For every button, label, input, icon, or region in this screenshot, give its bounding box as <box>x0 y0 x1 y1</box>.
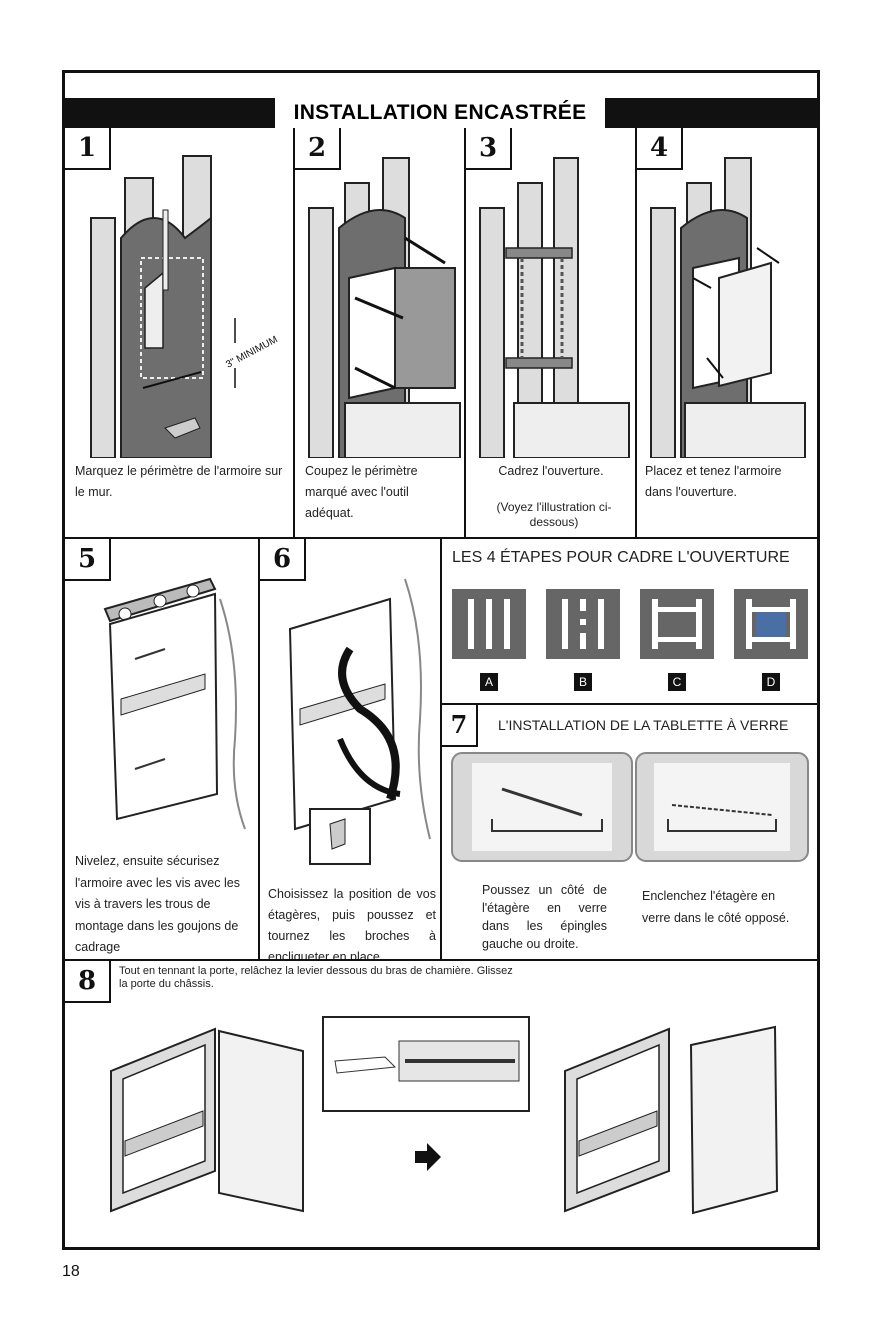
step-3-caption: Cadrez l'ouverture. <box>498 464 604 478</box>
step-1-panel: 1 3" MINIMUM Marquez le périmètre de l'a… <box>65 128 295 539</box>
step-number: 2 <box>295 128 341 170</box>
step-8-panel: 8 Tout en tennant la porte, relâchez la … <box>65 961 817 1247</box>
step-4-illustration <box>650 157 806 458</box>
step-3-panel: 3 Cadrez l'ouverture. (Voyez l'illustrat… <box>466 128 637 539</box>
dimension-label: 3" MINIMUM <box>224 334 279 370</box>
step-8-caption: Tout en tennant la porte, relâchez la le… <box>119 965 513 990</box>
framing-steps-illustration <box>452 589 808 659</box>
step-6-caption: Choisissez la position de vos étagères, … <box>268 887 436 961</box>
shelf-heading: L'INSTALLATION DE LA TABLETTE À VERRE <box>498 717 789 733</box>
page-number: 18 <box>62 1263 80 1280</box>
step-number: 1 <box>65 128 111 170</box>
framing-heading: LES 4 ÉTAPES POUR CADRE L'OUVERTURE <box>452 549 790 566</box>
step-number: 3 <box>466 128 512 170</box>
framing-panel: LES 4 ÉTAPES POUR CADRE L'OUVERTURE A <box>442 539 817 705</box>
framing-label-a: A <box>480 673 498 691</box>
step-6-illustration <box>288 578 431 865</box>
shelf-illustration <box>451 752 809 862</box>
step-7-panel: 7 L'INSTALLATION DE LA TABLETTE À VERRE … <box>442 705 817 961</box>
step-4-caption: Placez et tenez l'armoire dans l'ouvertu… <box>645 464 782 499</box>
step-5-illustration <box>103 577 246 830</box>
step-number: 7 <box>442 705 478 747</box>
step-1-caption: Marquez le périmètre de l'armoire sur le… <box>75 464 283 499</box>
title-bar: INSTALLATION ENCASTRÉE <box>65 98 817 128</box>
step-4-panel: 4 Placez et tenez l'armoire dans l'ouver… <box>637 128 817 539</box>
step-2-illustration <box>308 157 461 458</box>
step-6-panel: 6 Choisissez la position de vos étagères… <box>260 539 442 961</box>
framing-label-b: B <box>574 673 592 691</box>
step-3-note: (Voyez l'illustration ci-dessous) <box>496 500 612 529</box>
framing-label-d: D <box>762 673 780 691</box>
page-title: INSTALLATION ENCASTRÉE <box>275 98 605 128</box>
step-8-illustration <box>110 1016 779 1215</box>
step-5-caption: Nivelez, ensuite sécurisez l'armoire ave… <box>75 854 240 954</box>
framing-label-c: C <box>668 673 686 691</box>
step-1-illustration: 3" MINIMUM <box>90 155 280 458</box>
step-3-illustration <box>479 157 630 458</box>
instruction-frame: INSTALLATION ENCASTRÉE 1 3" MINIMUM Marq… <box>62 70 820 1250</box>
step-number: 6 <box>260 539 306 581</box>
step-number: 5 <box>65 539 111 581</box>
step-2-caption: Coupez le périmètre marqué avec l'outil … <box>305 464 418 520</box>
shelf-caption-left: Poussez un côté de l'étagère en verre da… <box>482 883 607 951</box>
step-5-panel: 5 Nivelez, ensuite sécurisez l'armoire a… <box>65 539 260 961</box>
step-2-panel: 2 Coupez le périmètre marqué avec l'outi… <box>295 128 466 539</box>
shelf-caption-right: Enclenchez l'étagère en verre dans le cô… <box>642 889 790 925</box>
step-number: 8 <box>65 961 111 1003</box>
step-number: 4 <box>637 128 683 170</box>
